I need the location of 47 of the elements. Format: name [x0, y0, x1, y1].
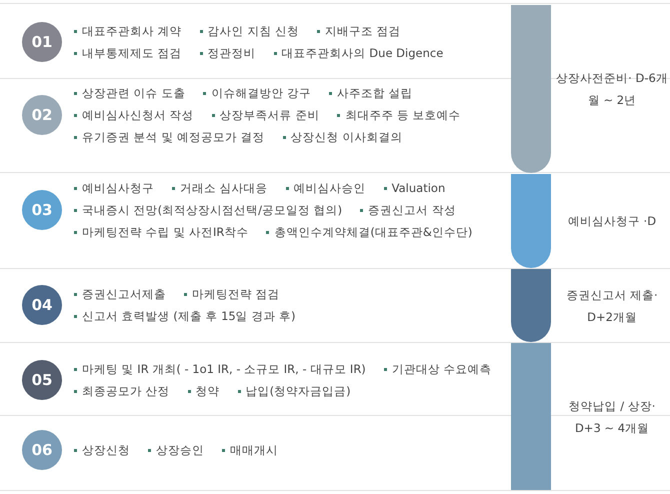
- step-number-circle: 03: [22, 190, 62, 230]
- list-item: Valuation: [384, 177, 446, 199]
- list-item: 마케팅전략 점검: [184, 283, 280, 305]
- list-item: 마케팅전략 수립 및 사전IR착수: [74, 221, 248, 243]
- list-item: 예비심사승인: [286, 177, 366, 199]
- list-item: 마케팅 및 IR 개최( - 1o1 IR, - 소규모 IR, - 대규모 IR): [74, 358, 366, 380]
- list-item: 대표주관회사 계약: [74, 20, 182, 42]
- list-item: 상장관련 이슈 도출: [74, 82, 186, 104]
- list-item: 최종공모가 산정: [74, 380, 170, 402]
- list-item: 예비심사신청서 작성: [74, 104, 194, 126]
- step-number-circle: 04: [22, 285, 62, 325]
- list-item: 증권신고서 작성: [360, 199, 456, 221]
- list-item: 내부통제제도 점검: [74, 42, 182, 64]
- list-item: 기관대상 수요예측: [384, 358, 492, 380]
- phase-label: 상장사전준비· D-6개월 ~ 2년: [556, 70, 668, 109]
- step-number-circle: 01: [22, 22, 62, 62]
- list-item: 납입(청약자금입금): [238, 380, 351, 402]
- list-item: 상장부족서류 준비: [212, 104, 320, 126]
- list-item: 대표주관회사의 Due Digence: [274, 42, 444, 64]
- list-item: 상장신청: [74, 439, 130, 461]
- phase-bar: [511, 343, 551, 490]
- list-item: 청약: [188, 380, 220, 402]
- list-item: 상장신청 이사회결의: [282, 126, 402, 148]
- step-number-circle: 02: [22, 95, 62, 135]
- list-item: 거래소 심사대응: [172, 177, 268, 199]
- phase-bar: [511, 269, 551, 342]
- phase-bar: [511, 5, 551, 173]
- phase-label: 청약납입 / 상장· D+3 ~ 4개월: [568, 398, 656, 436]
- list-item: 사주조합 설립: [328, 82, 413, 104]
- list-item: 국내증시 전망(최적상장시점선택/공모일정 협의): [74, 199, 342, 221]
- list-item: 정관정비: [200, 42, 256, 64]
- step-number-circle: 06: [22, 430, 62, 470]
- list-item: 유기증권 분석 및 예정공모가 결정: [74, 126, 265, 148]
- phase-bar: [511, 174, 551, 268]
- list-item: 이슈해결방안 강구: [203, 82, 311, 104]
- phase-label: 증권신고서 제출· D+2개월: [565, 286, 659, 326]
- list-item: 신고서 효력발생 (제출 후 15일 경과 후): [74, 305, 296, 327]
- list-item: 증권신고서제출: [74, 283, 166, 305]
- list-item: 지배구조 점검: [316, 20, 401, 42]
- list-item: 총액인수계약체결(대표주관&인수단): [266, 221, 472, 243]
- list-item: 감사인 지침 신청: [200, 20, 299, 42]
- list-item: 매매개시: [222, 439, 278, 461]
- phase-label: 예비심사청구 ·D: [566, 213, 658, 230]
- list-item: 예비심사청구: [74, 177, 154, 199]
- list-item: 최대주주 등 보호예수: [337, 104, 461, 126]
- step-number-circle: 05: [22, 360, 62, 400]
- list-item: 상장승인: [148, 439, 204, 461]
